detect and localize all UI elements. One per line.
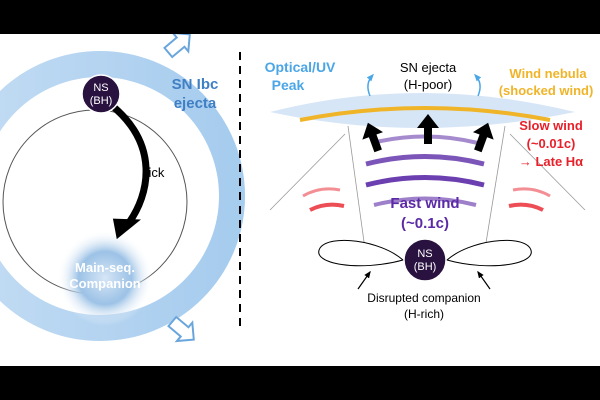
ejecta-arrow-top-icon: [163, 34, 191, 59]
ns-left-label-line1: NS: [93, 82, 108, 94]
ejecta-arrow-bottom-icon: [167, 315, 195, 343]
sn-ejecta-label-line2: (H-poor): [404, 77, 452, 92]
slow-wind-arc-right-1: [512, 187, 551, 198]
slow-wind-label-line3: → Late Hα: [519, 154, 583, 169]
disrupted-companion-label-line1: Disrupted companion: [367, 291, 480, 305]
ejecta-arrow-left-icon: [362, 122, 384, 153]
optical-uv-label-line2: Peak: [272, 77, 305, 93]
disrupted-pointer-right: [477, 270, 491, 290]
left-panel: Main-seq. Companion kick NS (BH) SN Ibc …: [0, 34, 245, 343]
disrupted-companion-label-line2: (H-rich): [404, 307, 444, 321]
wind-nebula-label-line2: (shocked wind): [499, 83, 594, 98]
slow-wind-arc-left-2: [309, 202, 345, 212]
optical-arrow-left: [366, 73, 374, 97]
main-sequence-companion: [57, 230, 153, 326]
kick-arrow: [107, 101, 150, 227]
kick-label: kick: [142, 165, 165, 180]
ns-left-label-line2: (BH): [90, 95, 113, 107]
fast-wind-arc-3: [365, 175, 485, 188]
ns-right-label-line2: (BH): [414, 261, 437, 273]
companion-label-line2: Companion: [69, 276, 141, 291]
wind-nebula-arc: [299, 106, 551, 122]
companion-label-line1: Main-seq.: [75, 260, 135, 275]
cone-guide-right-outer: [509, 133, 586, 211]
cone-guide-left-outer: [269, 133, 346, 211]
cone-guide-left-inner: [347, 125, 366, 250]
wind-nebula-label-line1: Wind nebula: [509, 66, 587, 81]
diagram-canvas: Main-seq. Companion kick NS (BH) SN Ibc …: [0, 34, 594, 343]
optical-uv-label-line1: Optical/UV: [265, 59, 336, 75]
ejecta-arrow-right-icon: [472, 122, 494, 153]
sn-ibc-ejecta-label-line1: SN Ibc: [172, 76, 219, 93]
disrupted-pointer-left: [357, 270, 371, 290]
fast-wind-label-line1: Fast wind: [390, 195, 459, 212]
fast-wind-label-line2: (~0.1c): [401, 215, 449, 232]
slow-wind-label-line1: Slow wind: [519, 118, 583, 133]
fast-wind-arc-2: [365, 154, 485, 167]
disrupted-companion-lobe-right: [445, 239, 532, 267]
sn-ibc-ejecta-label-line2: ejecta: [174, 95, 217, 112]
sn-ejecta-label-line1: SN ejecta: [400, 60, 457, 75]
slow-wind-label-line2: (~0.01c): [527, 136, 576, 151]
disrupted-companion-lobe-left: [318, 239, 405, 267]
ns-right-label-line1: NS: [417, 248, 432, 260]
right-panel: NS (BH) Optical/UV Peak SN ejecta (H-poo…: [265, 59, 594, 321]
optical-arrow-right: [474, 73, 482, 97]
figure-panel: Main-seq. Companion kick NS (BH) SN Ibc …: [0, 34, 600, 366]
neutron-star-left: [81, 74, 121, 114]
slow-wind-arc-right-2: [508, 202, 544, 212]
ejecta-arrow-center-icon: [417, 114, 439, 144]
slow-wind-arc-left-1: [302, 187, 341, 198]
kick-arrowhead-icon: [112, 218, 141, 240]
optical-uv-band: [270, 93, 575, 128]
sn-ibc-ejecta-ring: [0, 51, 245, 341]
neutron-star-right: [403, 238, 447, 282]
fast-wind-arc-4: [373, 196, 477, 207]
cone-guide-right-inner: [484, 125, 506, 250]
